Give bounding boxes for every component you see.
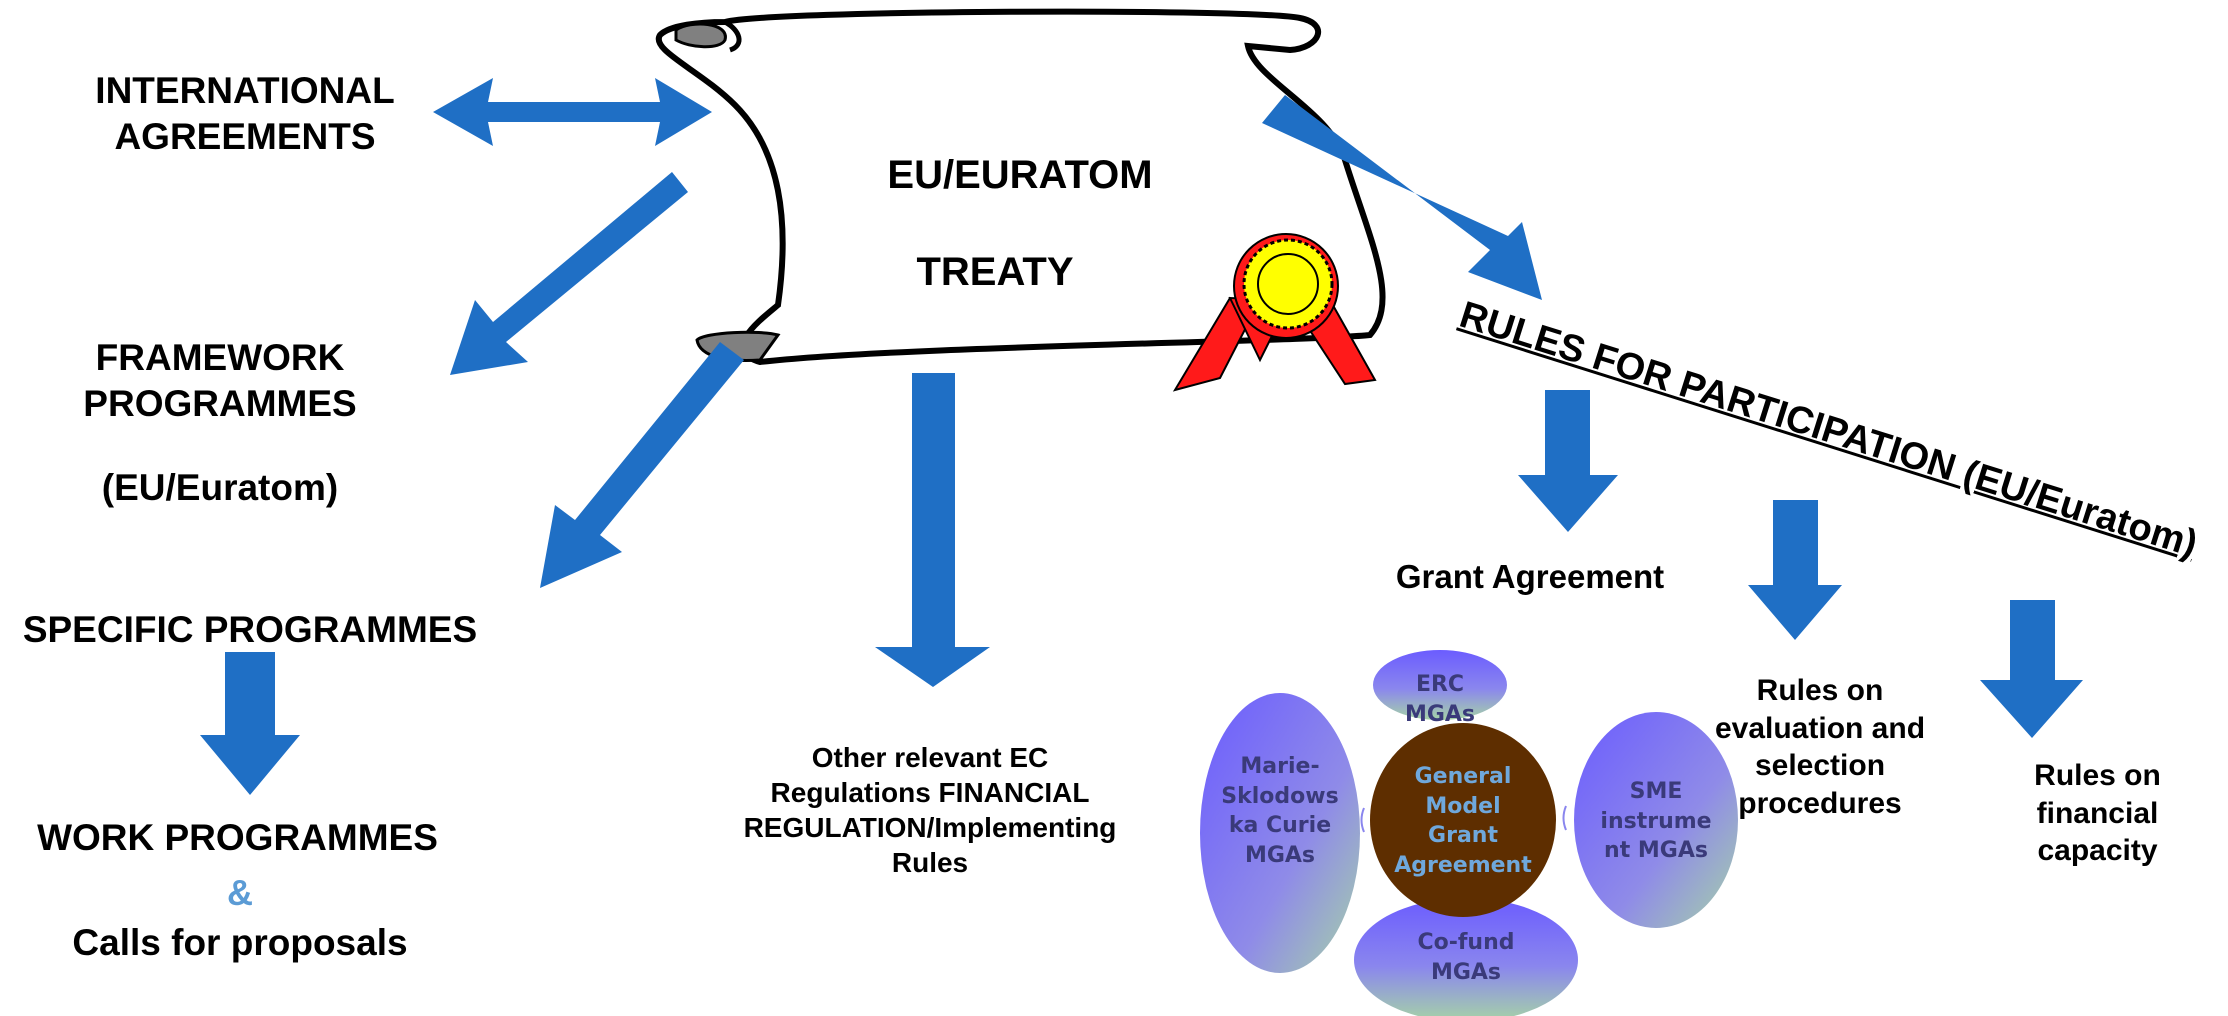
label-line: MGAs (1430, 959, 1502, 985)
label-line: SME (1629, 779, 1683, 804)
arrow-to-rules-participation (1262, 95, 1542, 300)
erc-mga-label: ERC MGAs (1404, 672, 1476, 727)
calls-for-proposals-label: Calls for proposals (72, 922, 408, 963)
label-line: capacity (2037, 834, 2158, 867)
sme-mga-label: SME instrume nt MGAs (1583, 777, 1729, 866)
erc-mga-bubble (1373, 650, 1507, 720)
arrow-to-financial (1980, 600, 2083, 738)
label-line: FRAMEWORK (95, 337, 345, 378)
treaty-title-line1: EU/EURATOM (887, 153, 1153, 197)
label-line: Rules on financial (2034, 759, 2161, 830)
label-line: REGULATION/Implementing (743, 812, 1117, 843)
label-line: procedures (1738, 786, 1902, 820)
general-mga-label: General Model Grant Agreement (1385, 762, 1541, 881)
treaty-title-line2: TREATY (916, 250, 1074, 294)
marie-curie-mga-bubble (1200, 693, 1360, 973)
cofund-mga-bubble (1354, 898, 1578, 1016)
cofund-mga-label: Co-fund MGAs (1390, 928, 1542, 987)
label-line: PROGRAMMES (83, 383, 357, 425)
label-line: MGAs (1244, 843, 1316, 869)
label-line: nt MGAs (1604, 838, 1708, 864)
arrow-to-evaluation (1748, 500, 1842, 640)
specific-programmes-label: SPECIFIC PROGRAMMES (22, 609, 478, 650)
scroll-icon (655, 8, 1386, 366)
label-line: ka Curie (1228, 813, 1332, 839)
label-line: evaluation and (1714, 711, 1926, 745)
label-line: Sklodows (1221, 783, 1339, 809)
label-line: Regulations FINANCIAL (770, 777, 1090, 808)
label-line: General (1414, 764, 1512, 789)
sme-mga-bubble (1574, 712, 1738, 928)
ampersand-label: & (227, 872, 253, 913)
grant-agreement-label: Grant Agreement (1395, 558, 1665, 595)
label-line: selection (1754, 749, 1886, 782)
arrow-to-specific (540, 342, 744, 588)
arrows (200, 78, 2083, 795)
marie-curie-mga-label: Marie- Sklodows ka Curie MGAs (1200, 752, 1360, 871)
other-regulations-label: Other relevant EC Regulations FINANCIAL … (700, 740, 1160, 880)
label-line: Co-fund (1417, 930, 1515, 955)
label-line: INTERNATIONAL (95, 70, 395, 111)
label-line: Rules (891, 847, 969, 878)
seal-icon (1233, 233, 1339, 339)
work-programmes-label: WORK PROGRAMMES (37, 817, 438, 858)
rules-evaluation-label: Rules on evaluation and selection proced… (1700, 672, 1940, 822)
arrow-to-other-regs (875, 373, 990, 687)
label-line: Rules on (1756, 674, 1884, 707)
arrow-to-grant (1518, 390, 1618, 532)
label-line: Model (1425, 793, 1501, 819)
framework-sub-label: (EU/Euratom) (101, 467, 339, 508)
international-agreements-label: INTERNATIONAL AGREEMENTS (70, 68, 420, 161)
arrow-to-work (200, 652, 300, 795)
arrow-to-framework (450, 172, 688, 375)
label-line: AGREEMENTS (114, 116, 376, 158)
rules-financial-label: Rules on financial capacity (1975, 757, 2220, 870)
label-line: Marie- (1240, 754, 1320, 779)
label-line: Other relevant EC (811, 742, 1049, 773)
label-line: Agreement (1394, 853, 1532, 879)
general-mga-circle (1370, 723, 1556, 917)
double-arrow (433, 78, 712, 146)
framework-programmes-label: FRAMEWORK PROGRAMMES (60, 335, 380, 428)
label-line: Grant (1428, 823, 1498, 849)
label-line: instrume (1600, 808, 1712, 834)
